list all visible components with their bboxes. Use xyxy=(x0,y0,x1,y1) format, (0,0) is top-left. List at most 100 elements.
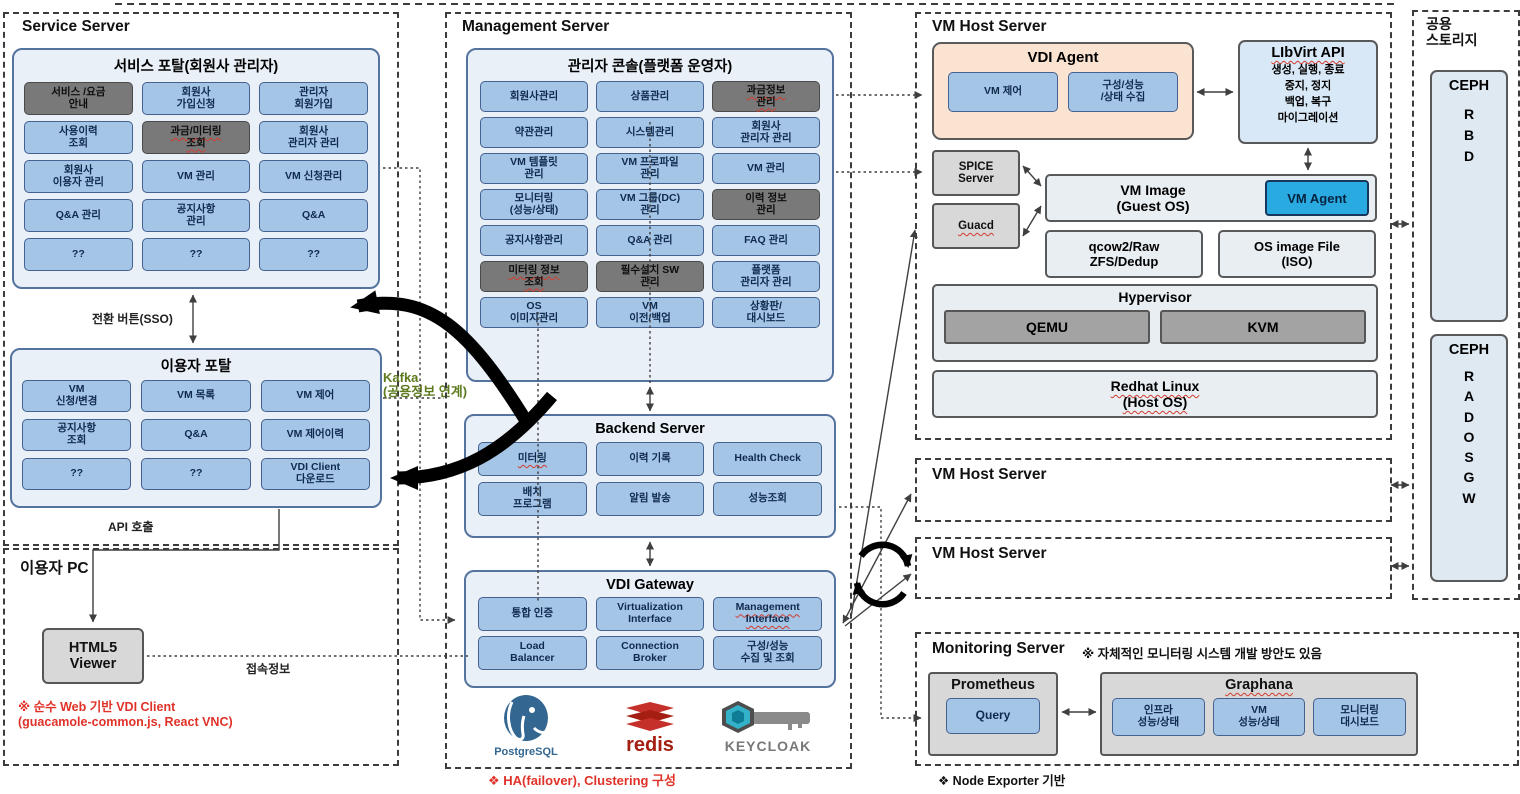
admin-console-cell: 상품관리 xyxy=(596,81,704,112)
service-portal-cell: 공지사항 관리 xyxy=(141,199,251,232)
user-portal-cell: 공지사항 조회 xyxy=(22,419,132,451)
vdi-gateway-title: VDI Gateway xyxy=(606,577,694,593)
monitoring-server-label: Monitoring Server xyxy=(932,640,1065,657)
hypervisor-box: Hypervisor QEMU KVM xyxy=(932,284,1378,362)
sync-loop-top xyxy=(858,541,913,568)
admin-console-cell: 회원사 관리자 관리 xyxy=(712,117,820,148)
qcow-box: qcow2/Raw ZFS/Dedup xyxy=(1045,230,1203,278)
kvm-box: KVM xyxy=(1160,310,1366,344)
ceph-rbd-title: CEPH xyxy=(1448,78,1490,94)
libvirt-api-body: 생성, 실행, 종료 중지, 정지 백업, 복구 마이그레이션 xyxy=(1271,64,1345,124)
vm-host-server1-label: VM Host Server xyxy=(932,18,1047,35)
api-call-label: API 호출 xyxy=(108,520,154,534)
admin-console-cell: 플랫폼 관리자 관리 xyxy=(712,261,820,292)
admin-console-cell: 필수설치 SW 관리 xyxy=(596,261,704,292)
shared-storage-region xyxy=(1412,10,1520,600)
admin-console-cell: Q&A 관리 xyxy=(596,225,704,256)
service-portal-title: 서비스 포탈(회원사 관리자) xyxy=(113,59,279,75)
ceph-rbd-body: R B D xyxy=(1463,106,1475,164)
graphana-cell: 인프라 성능/상태 xyxy=(1112,698,1205,736)
prometheus-box: Prometheus Query xyxy=(928,672,1058,756)
node-exporter-note: ❖ Node Exporter 기반 xyxy=(938,774,1066,788)
postgresql-label: PostgreSQL xyxy=(494,746,558,758)
backend-cell: 알림 발송 xyxy=(595,482,705,516)
admin-console-cell: VM 그룹(DC) 관리 xyxy=(596,189,704,220)
vdi-agent-cell: 구성/성능 /상태 수집 xyxy=(1068,72,1178,112)
user-portal-cell: VM 신청/변경 xyxy=(22,380,132,412)
admin-console-cell: 약관관리 xyxy=(480,117,588,148)
user-portal-cell: ?? xyxy=(141,458,251,490)
admin-console-title: 관리자 콘솔(플랫폼 운영자) xyxy=(567,59,733,75)
ceph-radosgw-box: CEPH R A D O S G W xyxy=(1430,334,1508,582)
service-portal-cell: ?? xyxy=(24,238,133,271)
gateway-vmimage-line xyxy=(850,229,918,618)
monitoring-note: ※ 자체적인 모니터링 시스템 개발 방안도 있음 xyxy=(1082,647,1322,661)
gateway-host3-line xyxy=(844,573,912,627)
spice-server-box: SPICE Server xyxy=(932,150,1020,196)
admin-console-cell: VM 이전/백업 xyxy=(596,297,704,328)
gateway-cell: 구성/성능 수집 및 조회 xyxy=(713,636,822,670)
service-portal-cell: 과금/미터링 조회 xyxy=(141,121,251,154)
admin-console-cell: 상황판/ 대시보드 xyxy=(712,297,820,328)
admin-console-cell: VM 템플릿 관리 xyxy=(480,153,588,184)
service-portal-cell: ?? xyxy=(141,238,251,271)
admin-console-cell: 모니터링 (성능/상태) xyxy=(480,189,588,220)
admin-console-cell: VM 프로파일 관리 xyxy=(596,153,704,184)
shared-storage-label: 공용 스토리지 xyxy=(1426,16,1478,49)
sso-label: 전환 버튼(SSO) xyxy=(92,312,173,326)
query-cell: Query xyxy=(946,698,1040,734)
service-portal-cell: 서비스 /요금 안내 xyxy=(24,82,133,115)
gateway-host2-line xyxy=(842,493,912,624)
service-portal-cell: VM 관리 xyxy=(141,160,251,193)
user-portal-cell: VM 제어이력 xyxy=(260,419,370,451)
backend-cell: 배치 프로그램 xyxy=(478,482,587,516)
service-portal-cell: 회원사 가입신청 xyxy=(141,82,251,115)
admin-console-cell: 회원사관리 xyxy=(480,81,588,112)
graphana-title: Graphana xyxy=(1225,677,1293,693)
user-portal-cell: VM 제어 xyxy=(260,380,370,412)
service-portal-cell: 관리자 회원가입 xyxy=(259,82,368,115)
prometheus-title: Prometheus xyxy=(951,677,1035,693)
service-portal-cell: Q&A xyxy=(259,199,368,232)
host-os-box: Redhat Linux (Host OS) xyxy=(932,370,1378,418)
user-pc-label: 이용자 PC xyxy=(20,560,89,577)
backend-cell: 성능조회 xyxy=(713,482,822,516)
user-portal-cell: VDI Client 다운로드 xyxy=(260,458,370,490)
admin-console-cell: 과금정보 관리 xyxy=(712,81,820,112)
gateway-cell: Management Interface xyxy=(713,597,822,631)
admin-console-cell: FAQ 관리 xyxy=(712,225,820,256)
backend-cell: 미터링 xyxy=(478,442,587,476)
user-portal-title: 이용자 포탈 xyxy=(160,359,232,375)
gateway-cell: Virtualization Interface xyxy=(595,597,705,631)
ceph-radosgw-body: R A D O S G W xyxy=(1462,368,1476,506)
vm-image-label: VM Image (Guest OS) xyxy=(1116,182,1190,214)
vm-image-box: VM Image (Guest OS) VM Agent xyxy=(1045,174,1377,222)
user-portal-cell: Q&A xyxy=(141,419,251,451)
libvirt-api-box: LIbVirt API 생성, 실행, 종료 중지, 정지 백업, 복구 마이그… xyxy=(1238,40,1378,144)
vdi-client-note: ※ 순수 Web 기반 VDI Client (guacamole-common… xyxy=(18,700,233,729)
admin-console-cell: 시스템관리 xyxy=(596,117,704,148)
service-portal-cell: 사용이력 조회 xyxy=(24,121,133,154)
gateway-cell: Load Balancer xyxy=(478,636,587,670)
service-portal-cell: 회원사 이용자 관리 xyxy=(24,160,133,193)
libvirt-api-title: LIbVirt API xyxy=(1271,45,1345,61)
vdi-agent-title: VDI Agent xyxy=(1027,49,1099,66)
admin-console-cell: OS 이미지관리 xyxy=(480,297,588,328)
conn-info-label: 접속정보 xyxy=(246,662,291,676)
user-portal-cell: VM 목록 xyxy=(141,380,251,412)
backend-server-title: Backend Server xyxy=(595,421,705,437)
service-portal-cell: ?? xyxy=(259,238,368,271)
backend-cell: Health Check xyxy=(713,442,822,476)
graphana-cell: 모니터링 대시보드 xyxy=(1313,698,1406,736)
